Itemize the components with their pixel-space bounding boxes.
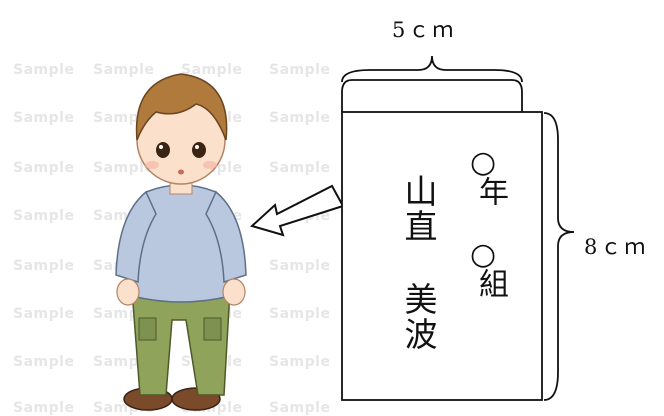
width-label: 5ｃｍ — [392, 18, 457, 42]
height-brace — [543, 112, 575, 401]
watermark-text: Sample — [13, 258, 75, 274]
watermark-text: Sample — [269, 110, 331, 126]
watermark-text: Sample — [269, 62, 331, 78]
watermark-text: Sample — [13, 110, 75, 126]
watermark-text: Sample — [269, 160, 331, 176]
student-surname: 山直 — [399, 174, 438, 244]
student-given-name: 美波 — [399, 282, 438, 352]
watermark-text: Sample — [93, 62, 155, 78]
watermark-text: Sample — [13, 160, 75, 176]
watermark-text: Sample — [13, 354, 75, 370]
name-tag-card — [341, 111, 543, 401]
watermark-text: Sample — [13, 208, 75, 224]
watermark-text: Sample — [269, 258, 331, 274]
watermark-text: Sample — [269, 354, 331, 370]
watermark-text: Sample — [181, 62, 243, 78]
height-label: 8ｃｍ — [584, 235, 649, 259]
grade-circle: ○ — [470, 145, 497, 180]
grade-suffix: 年 — [473, 176, 508, 208]
class-circle: ○ — [470, 237, 497, 272]
watermark-text: Sample — [13, 400, 75, 416]
watermark-text: Sample — [13, 306, 75, 322]
class-suffix: 組 — [473, 268, 508, 300]
watermark-text: Sample — [269, 400, 331, 416]
watermark-text: Sample — [269, 306, 331, 322]
width-brace — [341, 55, 523, 83]
watermark-text: Sample — [93, 160, 155, 176]
watermark-text: Sample — [13, 62, 75, 78]
